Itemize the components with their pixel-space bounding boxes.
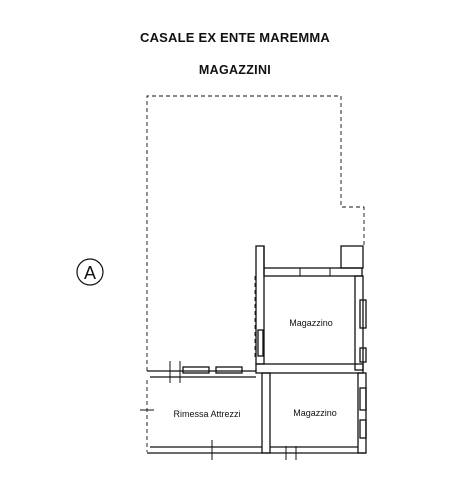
room-label-rimessa: Rimessa Attrezzi	[173, 409, 240, 419]
marker-circle	[76, 258, 104, 286]
room-label-magazzino-upper: Magazzino	[289, 318, 333, 328]
marker-letter: A	[84, 263, 96, 283]
dashed-outline	[146, 95, 365, 452]
walls	[147, 245, 367, 454]
section-marker: A	[76, 258, 104, 286]
room-label-magazzino-lower: Magazzino	[293, 408, 337, 418]
drawing-subtitle: MAGAZZINI	[198, 63, 272, 77]
opening-marks	[140, 268, 331, 460]
drawing-title: CASALE EX ENTE MAREMMA	[139, 30, 331, 45]
